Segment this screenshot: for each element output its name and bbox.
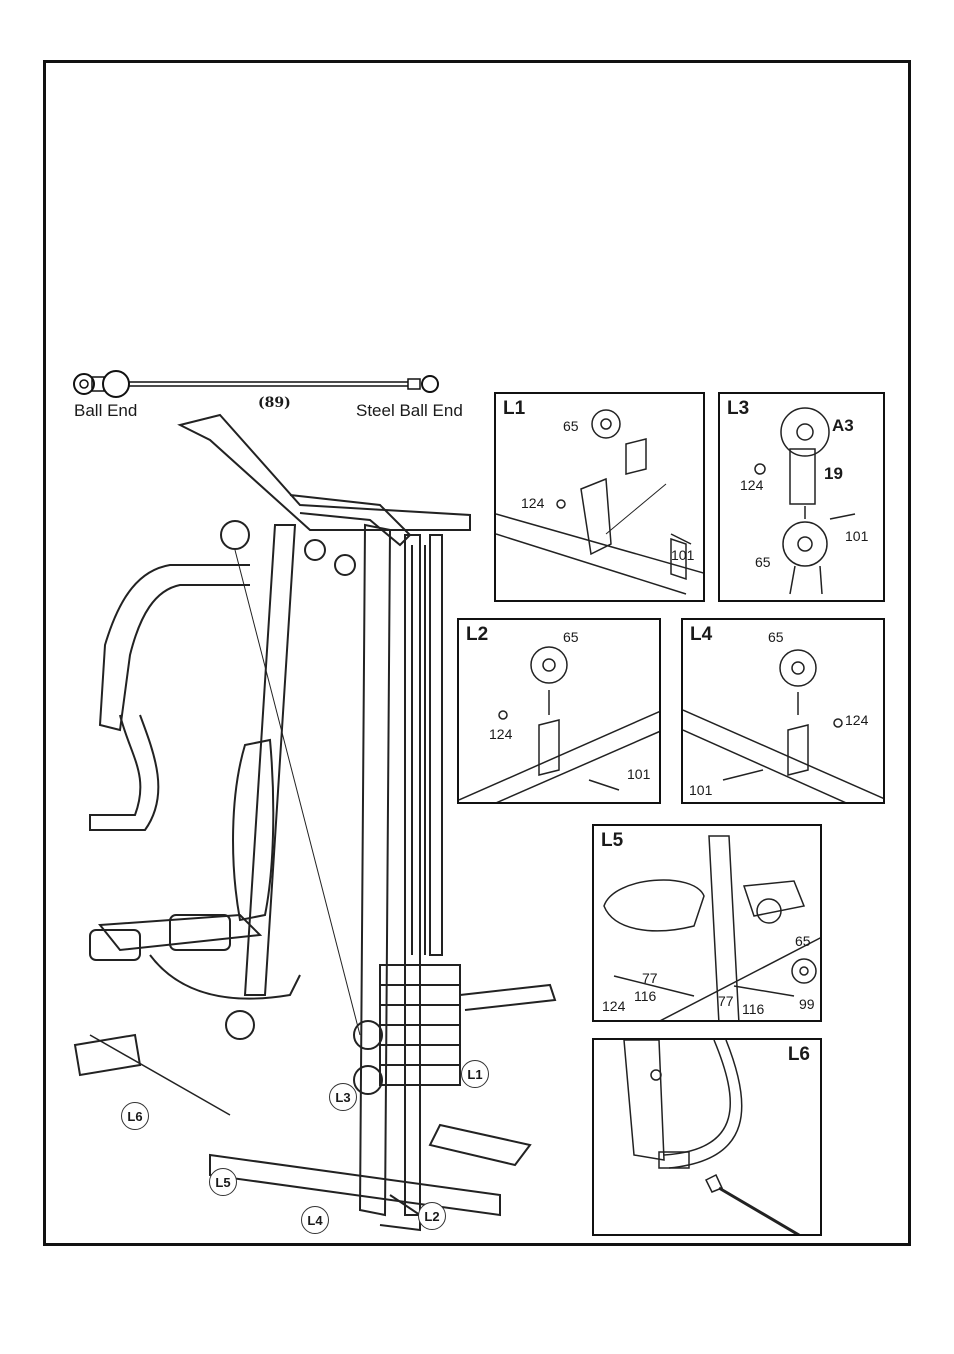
part-65: 65: [563, 418, 579, 434]
part-65: 65: [768, 629, 784, 645]
detail-panel-l1: L1 65 124 101: [494, 392, 705, 602]
part-101: 101: [689, 782, 712, 798]
part-77-second: 77: [718, 993, 734, 1009]
detail-panel-l5: L5 65 77 116 124 77 116 99: [592, 824, 822, 1022]
part-77: 77: [642, 970, 658, 986]
detail-panel-l6: L6: [592, 1038, 822, 1236]
part-124: 124: [521, 495, 544, 511]
part-116: 116: [634, 988, 656, 1004]
panel-title-l1: L1: [503, 398, 525, 420]
panel-title-l3: L3: [727, 398, 749, 420]
part-124: 124: [740, 477, 763, 493]
part-124: 124: [489, 726, 512, 742]
callout-l6: L6: [121, 1102, 149, 1130]
part-124: 124: [845, 712, 868, 728]
part-101: 101: [627, 766, 650, 782]
panel-title-l4: L4: [690, 624, 712, 646]
part-65: 65: [563, 629, 579, 645]
part-65: 65: [795, 933, 811, 949]
panel-title-l5: L5: [601, 830, 623, 852]
detail-panel-l3: L3 A3 19 124 101 65: [718, 392, 885, 602]
part-101: 101: [845, 528, 868, 544]
part-19: 19: [824, 464, 843, 484]
panel-title-l2: L2: [466, 624, 488, 646]
detail-panel-l4: L4 65 124 101: [681, 618, 885, 804]
callout-l3: L3: [329, 1083, 357, 1111]
part-99: 99: [799, 996, 815, 1012]
part-65: 65: [755, 554, 771, 570]
detail-panel-l2: L2 65 124 101: [457, 618, 661, 804]
part-116-second: 116: [742, 1001, 764, 1017]
part-101: 101: [671, 547, 694, 563]
callout-l1: L1: [461, 1060, 489, 1088]
callout-l2: L2: [418, 1202, 446, 1230]
callout-l5: L5: [209, 1168, 237, 1196]
part-a3: A3: [832, 416, 854, 436]
part-124: 124: [602, 998, 625, 1014]
panel-title-l6: L6: [788, 1044, 810, 1066]
callout-l4: L4: [301, 1206, 329, 1234]
